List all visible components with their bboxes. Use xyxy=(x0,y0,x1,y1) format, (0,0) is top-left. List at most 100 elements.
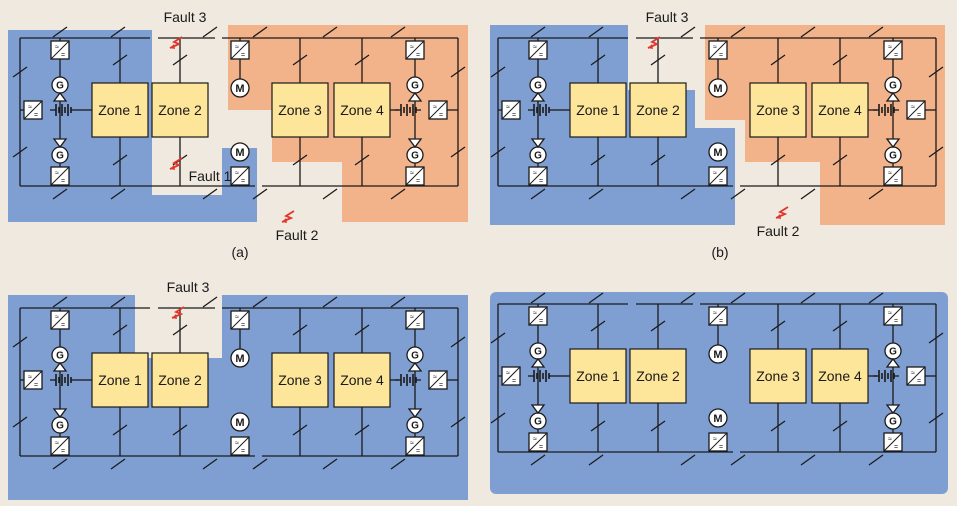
motor-letter: M xyxy=(713,413,722,425)
generator-letter: G xyxy=(56,151,64,162)
fault-mark-icon xyxy=(775,206,789,220)
fault-mark-icon xyxy=(171,306,185,320)
switch xyxy=(680,26,696,38)
zone-label-2: Zone 2 xyxy=(636,368,680,384)
motor-letter: M xyxy=(235,147,244,159)
switch xyxy=(354,324,370,336)
switch xyxy=(292,154,308,166)
zone-box-1 xyxy=(91,352,149,408)
converter-dc-glyph: = xyxy=(61,52,65,59)
motor-letter: M xyxy=(713,147,722,159)
switch xyxy=(730,26,746,38)
zone-label-3: Zone 3 xyxy=(756,102,800,118)
switch xyxy=(530,454,546,466)
switch xyxy=(730,188,746,200)
switch xyxy=(390,188,406,200)
switch xyxy=(172,424,188,436)
switch xyxy=(680,454,696,466)
switch xyxy=(354,54,370,66)
switch xyxy=(770,320,786,332)
switch xyxy=(588,26,604,38)
switch xyxy=(252,26,268,38)
switch xyxy=(390,296,406,308)
generator-letter: G xyxy=(889,151,897,162)
switch xyxy=(202,26,218,38)
switch xyxy=(12,66,28,78)
switch xyxy=(12,336,28,348)
zone-box-2 xyxy=(629,348,687,404)
panel-d xyxy=(490,292,948,494)
converter-dc-glyph: = xyxy=(894,444,898,451)
zone-label-4: Zone 4 xyxy=(340,372,384,388)
fault-mark-icon xyxy=(281,210,295,224)
generator-letter: G xyxy=(889,417,897,428)
converter-ac-glyph: ≈ xyxy=(888,310,892,317)
converter-ac-glyph: ≈ xyxy=(888,44,892,51)
zone-box-1 xyxy=(569,82,627,138)
switch xyxy=(490,412,506,424)
panel-a-caption: (a) xyxy=(231,244,248,260)
switch xyxy=(12,416,28,428)
converter-ac-glyph: ≈ xyxy=(888,170,892,177)
converter-dc-glyph: = xyxy=(719,444,723,451)
switch xyxy=(112,324,128,336)
switch xyxy=(322,458,338,470)
zone-label-3: Zone 3 xyxy=(756,368,800,384)
switch xyxy=(202,188,218,200)
converter-dc-glyph: = xyxy=(439,112,443,119)
generator-letter: G xyxy=(534,151,542,162)
switch xyxy=(832,320,848,332)
converter-ac-glyph: ≈ xyxy=(235,440,239,447)
converter-dc-glyph: = xyxy=(439,382,443,389)
zone-label-3: Zone 3 xyxy=(278,102,322,118)
converter-ac-glyph: ≈ xyxy=(55,314,59,321)
converter-ac-glyph: ≈ xyxy=(713,310,717,317)
switch xyxy=(112,54,128,66)
switch xyxy=(450,66,466,78)
switch xyxy=(680,188,696,200)
generator-letter: G xyxy=(534,417,542,428)
zone-box-3 xyxy=(749,348,807,404)
converter-ac-glyph: ≈ xyxy=(410,170,414,177)
switch xyxy=(928,332,944,344)
switch xyxy=(450,416,466,428)
converter-ac-glyph: ≈ xyxy=(911,104,915,111)
switch xyxy=(390,26,406,38)
switch xyxy=(800,188,816,200)
converter-ac-glyph: ≈ xyxy=(533,310,537,317)
switch xyxy=(800,454,816,466)
converter-ac-glyph: ≈ xyxy=(410,314,414,321)
switch xyxy=(12,146,28,158)
switch xyxy=(110,188,126,200)
converter-dc-glyph: = xyxy=(539,318,543,325)
zone-box-3 xyxy=(271,82,329,138)
converter-dc-glyph: = xyxy=(241,52,245,59)
switch xyxy=(770,54,786,66)
zone-box-3 xyxy=(749,82,807,138)
converter-ac-glyph: ≈ xyxy=(55,440,59,447)
generator-letter: G xyxy=(411,81,419,92)
switch xyxy=(52,188,68,200)
converter-dc-glyph: = xyxy=(241,322,245,329)
converter-dc-glyph: = xyxy=(512,378,516,385)
switch xyxy=(832,54,848,66)
switch xyxy=(928,66,944,78)
zone-box-2 xyxy=(151,82,209,138)
generator-letter: G xyxy=(56,81,64,92)
switch xyxy=(490,66,506,78)
switch xyxy=(252,458,268,470)
converter-dc-glyph: = xyxy=(34,112,38,119)
converter-ac-glyph: ≈ xyxy=(235,314,239,321)
zone-box-4 xyxy=(333,82,391,138)
zone-label-1: Zone 1 xyxy=(576,102,620,118)
switch xyxy=(832,420,848,432)
converter-ac-glyph: ≈ xyxy=(235,170,239,177)
converter-dc-glyph: = xyxy=(894,178,898,185)
switch xyxy=(52,296,68,308)
switch xyxy=(650,320,666,332)
switch xyxy=(292,324,308,336)
converter-dc-glyph: = xyxy=(894,318,898,325)
converter-dc-glyph: = xyxy=(719,52,723,59)
converter-dc-glyph: = xyxy=(917,112,921,119)
switch xyxy=(202,296,218,308)
